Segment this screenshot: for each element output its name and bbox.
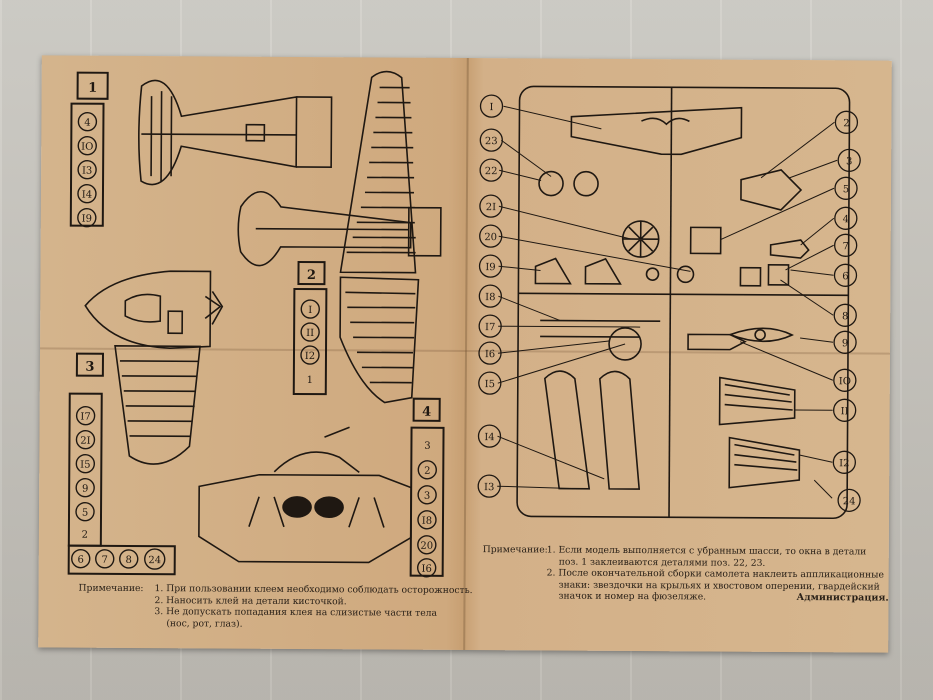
left-note-items: 1. При пользовании клеем необходимо собл… bbox=[154, 583, 472, 631]
left-note-label: Примечание: bbox=[78, 582, 144, 595]
section-1-label: 1 bbox=[88, 81, 97, 96]
part-label: IO bbox=[81, 142, 93, 153]
part-label: II bbox=[306, 328, 314, 339]
signature: Администрация. bbox=[796, 592, 889, 604]
part-label: I bbox=[308, 305, 312, 316]
callout-label: 4 bbox=[843, 214, 849, 225]
part-label: I2 bbox=[305, 351, 315, 362]
section3-side-drawing bbox=[84, 270, 224, 465]
section-2-box bbox=[297, 260, 326, 286]
part-label: I9 bbox=[82, 214, 92, 225]
callout-label: I4 bbox=[484, 432, 494, 443]
part-label: 3 bbox=[424, 441, 430, 452]
section-3-box bbox=[75, 352, 105, 377]
callout-label: 23 bbox=[485, 136, 498, 147]
callout-label: 20 bbox=[484, 232, 497, 243]
left-note-item: (нос, рот, глаз). bbox=[166, 617, 243, 630]
callout-label: II bbox=[841, 406, 849, 417]
callout-label: 7 bbox=[842, 241, 848, 252]
part-label: 5 bbox=[82, 508, 88, 519]
section-4-box bbox=[412, 397, 441, 422]
part-label: I5 bbox=[80, 460, 90, 471]
callout-label: I8 bbox=[485, 292, 495, 303]
part-label: 24 bbox=[148, 555, 161, 566]
part-label: 2 bbox=[82, 530, 88, 541]
callout-label: 2I bbox=[486, 202, 496, 213]
callout-label: 2 bbox=[843, 118, 849, 129]
callout-label: I7 bbox=[485, 322, 495, 333]
left-note: Примечание: 1. При пользовании клеем нео… bbox=[78, 582, 473, 645]
callout-label: I2 bbox=[839, 458, 849, 469]
part-label: 2 bbox=[424, 466, 430, 477]
section1-tail-drawing bbox=[138, 79, 333, 186]
part-wing-upper bbox=[570, 106, 743, 156]
instruction-sheet: 1 2 3 4 4 IO I3 I4 I9 I II I2 1 I7 bbox=[38, 55, 892, 653]
callout-label: I6 bbox=[485, 349, 495, 360]
part-label: 8 bbox=[126, 555, 132, 566]
callout-label: 9 bbox=[842, 338, 848, 349]
part-label: I4 bbox=[82, 190, 92, 201]
assembly-drawings bbox=[67, 70, 851, 577]
part-label: I3 bbox=[82, 166, 92, 177]
part-label: 20 bbox=[420, 541, 433, 552]
right-note-label: Примечание: bbox=[482, 544, 548, 556]
part-label: 7 bbox=[102, 555, 108, 566]
part-label: I6 bbox=[421, 564, 431, 575]
callout-label: 5 bbox=[843, 184, 849, 195]
callout-label: 24 bbox=[843, 496, 856, 507]
part-label: I8 bbox=[422, 516, 432, 527]
part-label: 4 bbox=[84, 118, 90, 129]
section2-wing-drawing bbox=[339, 276, 420, 404]
section2-fuselage-drawing bbox=[237, 70, 442, 274]
part-label: 1 bbox=[307, 375, 313, 386]
sprue-frame bbox=[516, 85, 851, 520]
part-label: I7 bbox=[80, 412, 90, 423]
section-3-label: 3 bbox=[85, 360, 94, 375]
part-number-labels: 1 2 3 4 4 IO I3 I4 I9 I II I2 1 I7 bbox=[71, 81, 861, 578]
section-1-box bbox=[76, 71, 109, 100]
callout-label: 22 bbox=[485, 166, 498, 177]
callout-label: 8 bbox=[842, 311, 848, 322]
part-label: 3 bbox=[424, 491, 430, 502]
callout-label: IO bbox=[839, 376, 851, 387]
part-label: 9 bbox=[82, 484, 88, 495]
section4-gear-drawing bbox=[198, 426, 412, 564]
callout-label: 3 bbox=[846, 156, 852, 167]
callout-label: I3 bbox=[484, 482, 494, 493]
section-4-label: 4 bbox=[422, 405, 431, 420]
section-2-label: 2 bbox=[307, 268, 316, 283]
part-label: 6 bbox=[78, 555, 84, 566]
part-label: 2I bbox=[80, 436, 90, 447]
callout-label: I bbox=[489, 102, 493, 113]
callout-label: I5 bbox=[485, 379, 495, 390]
callout-label: I9 bbox=[485, 262, 495, 273]
callout-label: 6 bbox=[842, 271, 848, 282]
